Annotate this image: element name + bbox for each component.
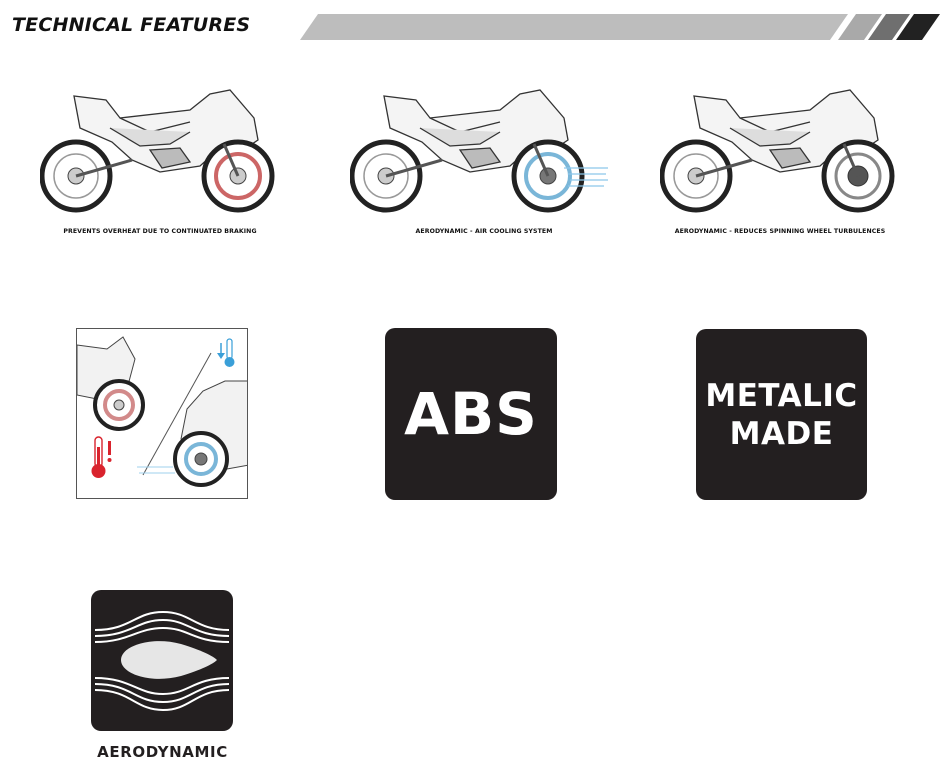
abs-badge: ABS	[385, 328, 557, 500]
motorcycle-red-brake-disc-icon	[40, 89, 275, 213]
feature-wheel-turbulence: AERODYNAMIC - REDUCES SPINNING WHEEL TUR…	[660, 88, 900, 238]
brake-temperature-comparison-image	[76, 328, 248, 499]
metalic-label-line1: METALIC	[705, 377, 858, 414]
aerodynamic-label: AERODYNAMIC	[97, 743, 228, 761]
thermometer-hot-icon	[91, 436, 112, 478]
feature-caption: AERODYNAMIC - REDUCES SPINNING WHEEL TUR…	[674, 228, 886, 235]
page-header: TECHNICAL FEATURES	[0, 0, 951, 50]
feature-brake-overheat: PREVENTS OVERHEAT DUE TO CONTINUATED BRA…	[40, 88, 280, 238]
feature-caption: PREVENTS OVERHEAT DUE TO CONTINUATED BRA…	[63, 228, 257, 235]
metalic-made-badge: METALIC MADE	[696, 329, 867, 500]
header-stripe-decoration	[300, 14, 940, 40]
motorcycle-air-cooling-icon	[350, 89, 608, 213]
motorcycle-wheel-turbulence-icon	[660, 89, 895, 213]
aerodynamic-badge	[91, 590, 233, 731]
metalic-label-line2: MADE	[729, 415, 834, 452]
temperature-comparison-illustration	[77, 336, 247, 487]
feature-caption: AERODYNAMIC - AIR COOLING SYSTEM	[415, 228, 553, 235]
page-title: TECHNICAL FEATURES	[12, 14, 251, 36]
thermometer-cold-icon	[217, 338, 235, 367]
abs-label: ABS	[404, 380, 538, 448]
feature-air-cooling: AERODYNAMIC - AIR COOLING SYSTEM	[350, 88, 610, 238]
airflow-teardrop-icon	[94, 610, 230, 712]
